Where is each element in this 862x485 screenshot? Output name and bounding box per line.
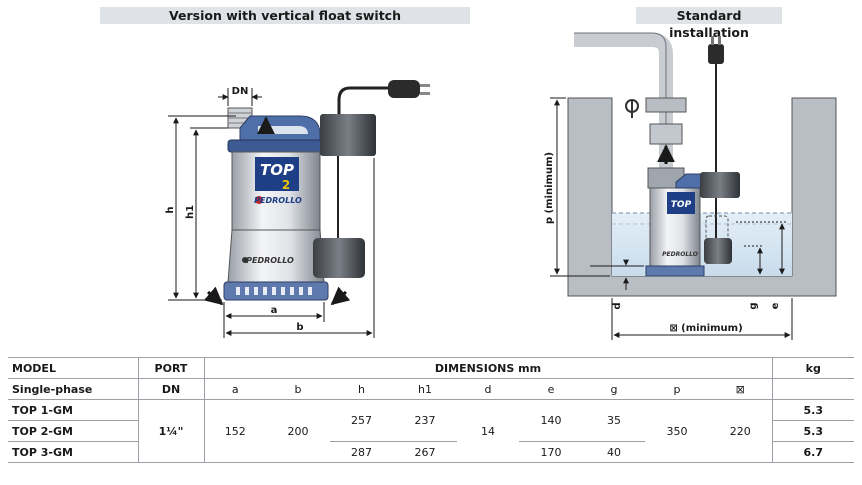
dim-h1: h1 xyxy=(185,205,196,219)
dim-h: h xyxy=(165,206,176,213)
pump-logo-number: 2 xyxy=(282,178,290,192)
technical-drawings: TOP 2 PEDROLLO PEDROLLO xyxy=(165,32,837,340)
col-d: d xyxy=(457,378,519,400)
dim-g: g xyxy=(748,302,759,309)
col-g: g xyxy=(583,378,645,400)
header-dimensions: DIMENSIONS mm xyxy=(203,357,772,379)
install-pump-brand: PEDROLLO xyxy=(662,251,698,258)
dimensions-table: MODEL PORT DIMENSIONS mm kg Single-phase… xyxy=(8,357,854,463)
dim-e: e xyxy=(770,302,781,309)
dim-b: b xyxy=(296,322,303,333)
dim-p: p (minimum) xyxy=(544,152,555,224)
value-h1-12: 237 xyxy=(393,399,457,442)
value-d: 14 xyxy=(457,399,519,463)
header-dn: DN xyxy=(137,378,204,400)
kg-top1: 5.3 xyxy=(771,399,854,421)
table-header-row: MODEL PORT DIMENSIONS mm kg xyxy=(8,357,854,379)
value-p: 350 xyxy=(645,399,709,463)
left-dimensions xyxy=(168,88,375,338)
value-b: 200 xyxy=(266,399,330,463)
col-square: ⊠ xyxy=(709,378,772,400)
table-row: TOP 1-GM 1¼" 152 200 257 237 14 140 35 3… xyxy=(8,399,854,463)
value-h-3: 287 xyxy=(330,441,393,463)
right-drawing-title: Standard installation xyxy=(636,7,782,40)
col-b: b xyxy=(266,378,330,400)
header-single-phase: Single-phase xyxy=(8,378,138,400)
value-g-3: 40 xyxy=(583,441,645,463)
value-e-3: 170 xyxy=(519,441,583,463)
col-h: h xyxy=(330,378,393,400)
model-top3: TOP 3-GM xyxy=(8,441,138,463)
right-dimensions xyxy=(550,97,793,340)
table-row: TOP 2-GM 5.3 xyxy=(8,420,854,442)
col-e: e xyxy=(519,378,583,400)
value-g-12: 35 xyxy=(583,399,645,442)
pump-brand: PEDROLLO xyxy=(254,196,302,205)
power-plug-icon xyxy=(388,80,420,98)
kg-top3: 6.7 xyxy=(771,441,854,463)
col-h1: h1 xyxy=(393,378,457,400)
pump-logo-model: TOP xyxy=(260,161,294,179)
value-square: 220 xyxy=(709,399,772,463)
value-e-12: 140 xyxy=(519,399,583,442)
dim-dn: DN xyxy=(232,86,249,97)
table-subheader-row: Single-phase DN a b h h1 d e g p ⊠ xyxy=(8,378,854,400)
value-h-12: 257 xyxy=(330,399,393,442)
value-a: 152 xyxy=(203,399,266,463)
left-drawing-title: Version with vertical float switch xyxy=(100,7,470,24)
header-model: MODEL xyxy=(8,357,138,379)
dim-a: a xyxy=(271,305,278,316)
right-installation-drawing: TOP PEDROLLO xyxy=(567,32,837,297)
install-pump-logo: TOP xyxy=(671,200,692,210)
col-p: p xyxy=(645,378,709,400)
install-plug-icon xyxy=(708,44,724,64)
port-value: 1¼" xyxy=(137,399,204,463)
model-top1: TOP 1-GM xyxy=(8,399,138,421)
header-kg: kg xyxy=(771,357,854,379)
header-port: PORT xyxy=(137,357,204,379)
dim-d: d xyxy=(612,302,623,309)
left-pump-drawing: TOP 2 PEDROLLO PEDROLLO xyxy=(203,80,430,306)
dim-square: ⊠ (minimum) xyxy=(669,323,742,334)
table-row: TOP 3-GM 287 267 170 40 6.7 xyxy=(8,441,854,463)
col-a: a xyxy=(203,378,266,400)
kg-top2: 5.3 xyxy=(771,420,854,442)
pump-brand-lower: PEDROLLO xyxy=(246,256,294,265)
model-top2: TOP 2-GM xyxy=(8,420,138,442)
value-h1-3: 267 xyxy=(393,441,457,463)
